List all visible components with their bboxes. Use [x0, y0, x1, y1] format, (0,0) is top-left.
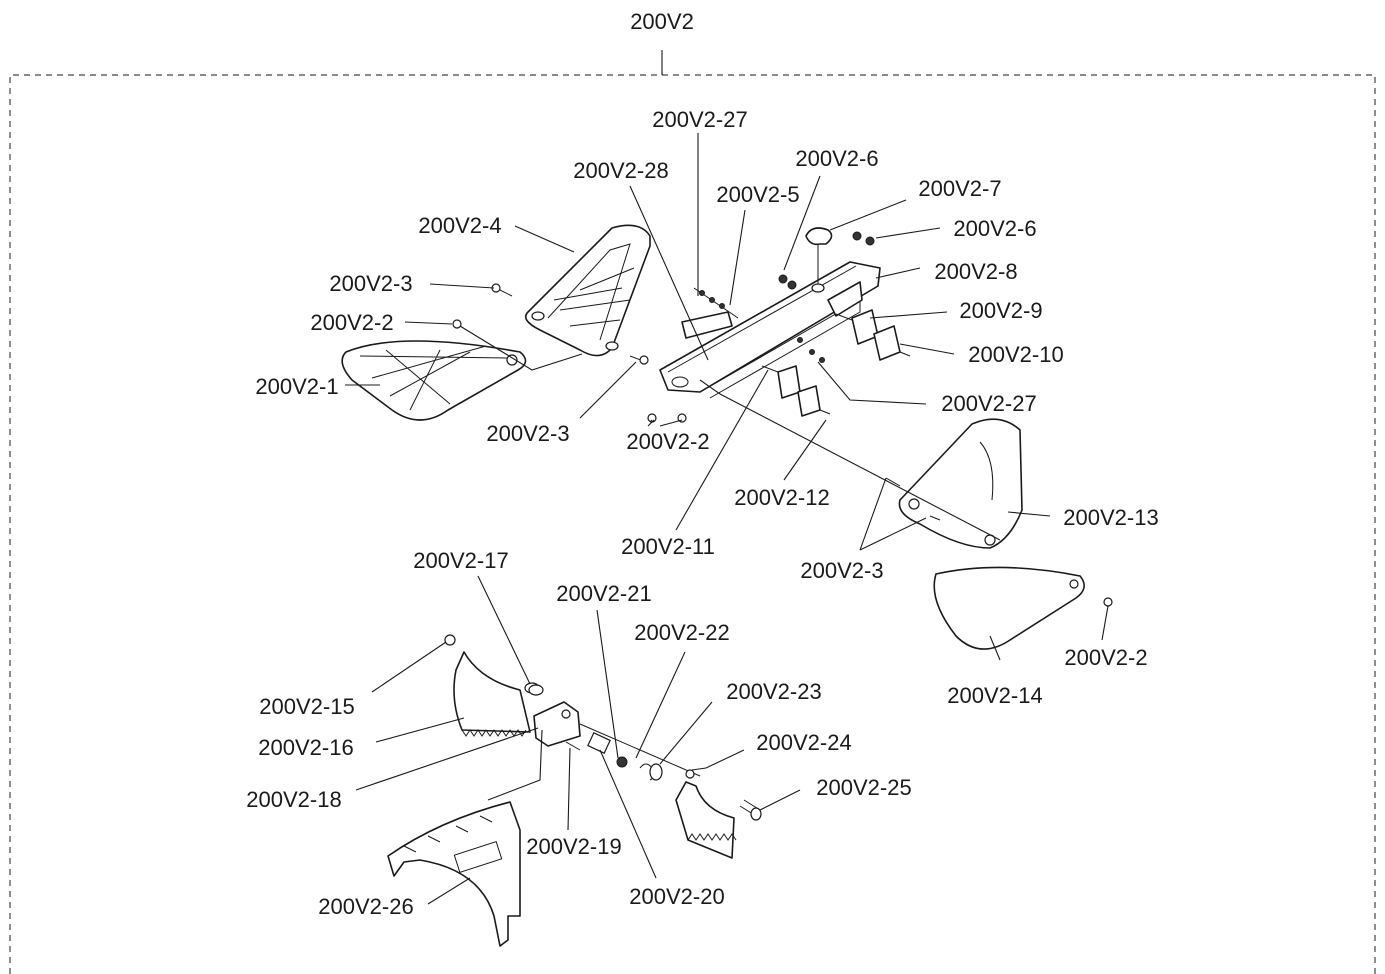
callout-200v2-8: 200V2-8 — [934, 259, 1017, 284]
splitter-block-part — [533, 701, 701, 777]
bracket-parts-lower — [761, 365, 831, 417]
callout-200v2-25: 200V2-25 — [816, 775, 911, 800]
callout-200v2-14: 200V2-14 — [947, 683, 1042, 708]
callout-200v2-15: 200V2-15 — [259, 694, 354, 719]
callout-labels: 200V2-27 200V2-28 200V2-6 200V2-5 200V2-… — [246, 107, 1158, 919]
callout-200v2-13: 200V2-13 — [1063, 505, 1158, 530]
callout-200v2-22: 200V2-22 — [634, 620, 729, 645]
assembly-title: 200V2 — [630, 9, 694, 34]
callout-200v2-10: 200V2-10 — [968, 342, 1063, 367]
callout-200v2-12: 200V2-12 — [734, 485, 829, 510]
callout-200v2-27-top: 200V2-27 — [652, 107, 747, 132]
callout-200v2-2-upper: 200V2-2 — [310, 310, 393, 335]
callout-200v2-24: 200V2-24 — [756, 730, 851, 755]
callout-200v2-2-lower: 200V2-2 — [1064, 645, 1147, 670]
callout-200v2-6-top: 200V2-6 — [795, 146, 878, 171]
leader-lines — [345, 133, 1109, 905]
callout-200v2-3-upper: 200V2-3 — [329, 271, 412, 296]
rear-guard-right-part — [885, 418, 1023, 549]
callout-200v2-28: 200V2-28 — [573, 158, 668, 183]
callout-200v2-4: 200V2-4 — [418, 213, 501, 238]
pin-and-shaft-part — [693, 287, 825, 363]
main-rail-part — [659, 261, 881, 399]
callout-200v2-16: 200V2-16 — [258, 735, 353, 760]
spring-part-upper — [524, 682, 544, 696]
callout-200v2-3-lower: 200V2-3 — [800, 558, 883, 583]
callout-200v2-2-middle: 200V2-2 — [626, 429, 709, 454]
callout-200v2-11: 200V2-11 — [621, 534, 715, 559]
stud-part — [565, 741, 581, 751]
callout-200v2-18: 200V2-18 — [246, 787, 341, 812]
callout-200v2-6-right: 200V2-6 — [953, 216, 1036, 241]
bolt-parts-upper — [491, 283, 649, 365]
assembly-boundary — [9, 50, 1376, 974]
callout-200v2-21: 200V2-21 — [556, 581, 651, 606]
callout-200v2-9: 200V2-9 — [959, 298, 1042, 323]
rear-guard-frame-part — [524, 224, 651, 357]
callout-200v2-5: 200V2-5 — [716, 182, 799, 207]
bracket-parts-upper — [835, 309, 911, 361]
knob-part — [805, 227, 833, 293]
callout-200v2-7: 200V2-7 — [918, 176, 1001, 201]
callout-200v2-26: 200V2-26 — [318, 894, 413, 919]
callout-200v2-3-middle: 200V2-3 — [486, 421, 569, 446]
splitter-plate-part — [387, 801, 521, 947]
bushing-and-spring-parts — [587, 732, 663, 781]
callout-200v2-17: 200V2-17 — [413, 548, 508, 573]
front-guard-left-part — [341, 340, 527, 421]
callout-200v2-1: 200V2-1 — [255, 374, 338, 399]
right-pawl-part — [675, 769, 737, 859]
callout-200v2-27-right: 200V2-27 — [941, 391, 1036, 416]
callout-200v2-20: 200V2-20 — [629, 884, 724, 909]
front-guard-right-part — [933, 566, 1085, 650]
callout-200v2-19: 200V2-19 — [526, 834, 621, 859]
screw-parts — [778, 231, 875, 290]
left-pawl-part — [444, 634, 531, 737]
callout-200v2-23: 200V2-23 — [726, 679, 821, 704]
label-plate-part — [681, 311, 733, 339]
long-bolt-part — [739, 799, 762, 821]
